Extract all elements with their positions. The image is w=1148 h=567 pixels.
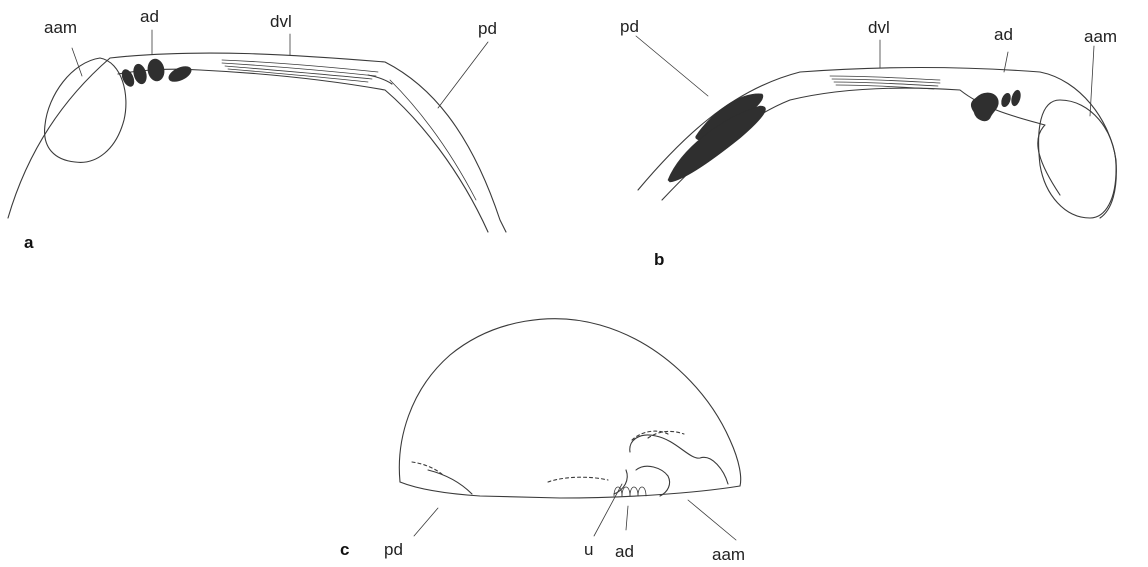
panel-a-label-aam: aam xyxy=(44,18,77,37)
panel-b-label-aam: aam xyxy=(1084,27,1117,46)
panel-a-label-dvl: dvl xyxy=(270,12,292,31)
panel-c: pd u ad aam c xyxy=(340,319,745,564)
panel-c-upper-scar-top xyxy=(648,431,684,438)
panel-a-aam-leader xyxy=(72,48,82,76)
panel-b-dvl-lines xyxy=(830,76,940,89)
panel-b-label-pd: pd xyxy=(620,17,639,36)
panel-c-aam-leader xyxy=(688,500,736,540)
panel-c-base xyxy=(400,482,740,498)
panel-c-pd-scar-edge xyxy=(428,470,472,494)
panel-a-label-pd: pd xyxy=(478,19,497,38)
panel-a-hinge-mark xyxy=(368,75,392,84)
panel-a-shell-outer xyxy=(8,53,506,232)
panel-b-label-dvl: dvl xyxy=(868,18,890,37)
panel-c-label-u: u xyxy=(584,540,593,559)
panel-c-aam-inner xyxy=(636,466,670,496)
panel-b: pd dvl ad aam b xyxy=(620,17,1117,269)
panel-c-ad-leader xyxy=(626,506,628,530)
panel-b-ad-leader xyxy=(1004,52,1008,72)
panel-c-u-leader xyxy=(594,484,622,536)
panel-a-letter: a xyxy=(24,233,34,252)
panel-c-shell-outline xyxy=(399,319,740,486)
panel-b-aam-scar xyxy=(1039,100,1116,218)
panel-a: aam ad dvl pd a xyxy=(8,7,506,252)
panel-a-aam-scar xyxy=(45,58,126,162)
panel-a-label-ad: ad xyxy=(140,7,159,26)
panel-a-shell-inner xyxy=(118,69,488,232)
panel-b-label-ad: ad xyxy=(994,25,1013,44)
panel-c-label-ad: ad xyxy=(615,542,634,561)
panel-c-u-line xyxy=(548,477,608,482)
panel-a-dvl-lines xyxy=(222,60,378,82)
panel-a-ad-scars xyxy=(120,58,194,88)
panel-b-pd-scars xyxy=(668,94,765,182)
panel-c-letter: c xyxy=(340,540,349,559)
panel-b-pd-leader xyxy=(636,36,708,96)
panel-c-pd-leader xyxy=(414,508,438,536)
panel-c-upper-scar xyxy=(632,431,668,440)
panel-c-aam-outline xyxy=(630,435,728,484)
panel-b-letter: b xyxy=(654,250,664,269)
panel-c-label-aam: aam xyxy=(712,545,745,564)
panel-c-label-pd: pd xyxy=(384,540,403,559)
panel-c-umbo-curve xyxy=(614,470,627,494)
panel-a-pd-leader xyxy=(438,42,488,108)
